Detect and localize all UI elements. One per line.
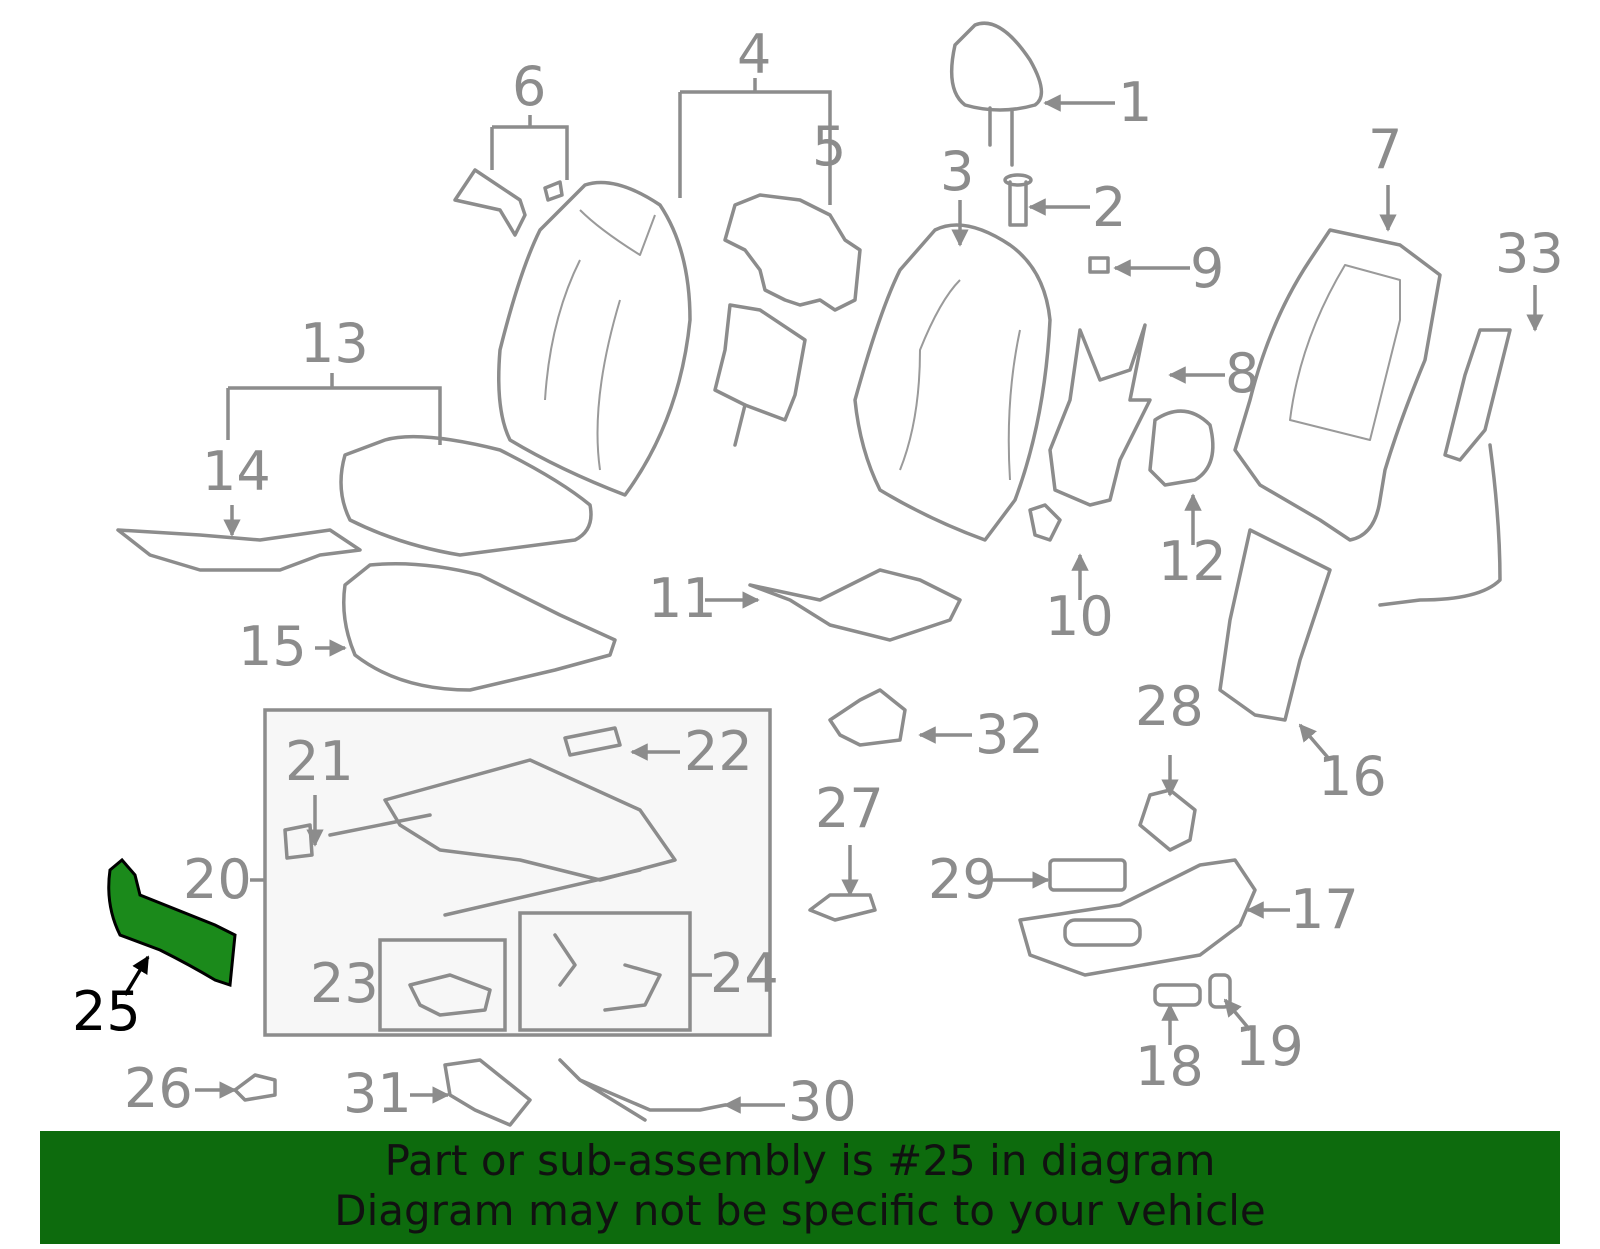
callout-31: 31 [343, 1062, 412, 1125]
callout-2: 2 [1092, 176, 1126, 239]
part-31-bracket [443, 1058, 532, 1127]
callout-33: 33 [1495, 222, 1564, 285]
part-1-headrest [949, 21, 1044, 167]
part-25-trim-panel [107, 857, 237, 988]
part-32-bracket [828, 688, 907, 747]
part-10-clip [1028, 503, 1062, 542]
callout-28: 28 [1135, 675, 1204, 738]
callout-9: 9 [1190, 237, 1224, 300]
part-29-switch-base [1048, 858, 1127, 892]
part-16-board [1218, 528, 1332, 722]
part-2-guide [1003, 173, 1033, 227]
callout-21: 21 [285, 730, 354, 793]
part-20-adjuster-box [263, 708, 772, 1037]
callout-29: 29 [928, 848, 997, 911]
callout-15: 15 [238, 615, 307, 678]
callout-16: 16 [1318, 745, 1387, 808]
callout-12: 12 [1158, 530, 1227, 593]
part-6-brackets [453, 168, 564, 237]
info-banner: Part or sub-assembly is #25 in diagram D… [40, 1131, 1560, 1244]
callout-8: 8 [1225, 342, 1259, 405]
part-17-shield [1018, 858, 1257, 977]
part-5-heater-pad [713, 193, 862, 447]
callout-13: 13 [300, 312, 369, 375]
part-8-frame [1048, 323, 1152, 507]
part-7-back-frame [1233, 228, 1442, 542]
leader-lines [123, 78, 1544, 1114]
part-19-knob [1208, 973, 1232, 1009]
callout-20: 20 [183, 848, 252, 911]
part-9-clip [1088, 256, 1110, 274]
callout-3: 3 [940, 140, 974, 203]
callout-4: 4 [737, 23, 771, 86]
callout-5: 5 [812, 115, 846, 178]
part-28-switch [1138, 788, 1197, 852]
part-33-airbag [1378, 328, 1512, 607]
callout-10: 10 [1045, 585, 1114, 648]
banner-line-1: Part or sub-assembly is #25 in diagram [384, 1136, 1216, 1185]
callout-25: 25 [72, 980, 141, 1043]
part-12-cover [1148, 409, 1215, 487]
part-13-cushion-cover [339, 434, 593, 557]
callout-14: 14 [202, 440, 271, 503]
callout-numbers: 1 2 3 4 5 6 7 8 9 10 11 12 13 14 15 16 1… [72, 23, 1564, 1133]
callout-1: 1 [1118, 71, 1152, 134]
callout-22: 22 [684, 720, 753, 783]
part-27-clip [808, 893, 877, 922]
part-15-cushion-pad [342, 562, 617, 692]
part-26-clip [233, 1073, 277, 1102]
callout-7: 7 [1368, 118, 1402, 181]
callout-23: 23 [310, 952, 379, 1015]
part-11-harness [748, 568, 962, 642]
callout-6: 6 [512, 55, 546, 118]
callout-24: 24 [710, 942, 779, 1005]
callout-32: 32 [975, 703, 1044, 766]
callout-30: 30 [788, 1070, 857, 1133]
part-18-knob [1153, 983, 1202, 1007]
banner-line-2: Diagram may not be specific to your vehi… [334, 1186, 1266, 1235]
part-3-seatback [853, 223, 1052, 542]
callout-27: 27 [815, 777, 884, 840]
callout-11: 11 [648, 567, 717, 630]
part-14-heater [116, 528, 362, 572]
callout-26: 26 [124, 1057, 193, 1120]
part-30-harness [558, 1058, 727, 1122]
callout-18: 18 [1135, 1035, 1204, 1098]
callout-19: 19 [1235, 1015, 1304, 1078]
callout-17: 17 [1290, 878, 1359, 941]
part-4-seatback-cover [497, 180, 692, 497]
